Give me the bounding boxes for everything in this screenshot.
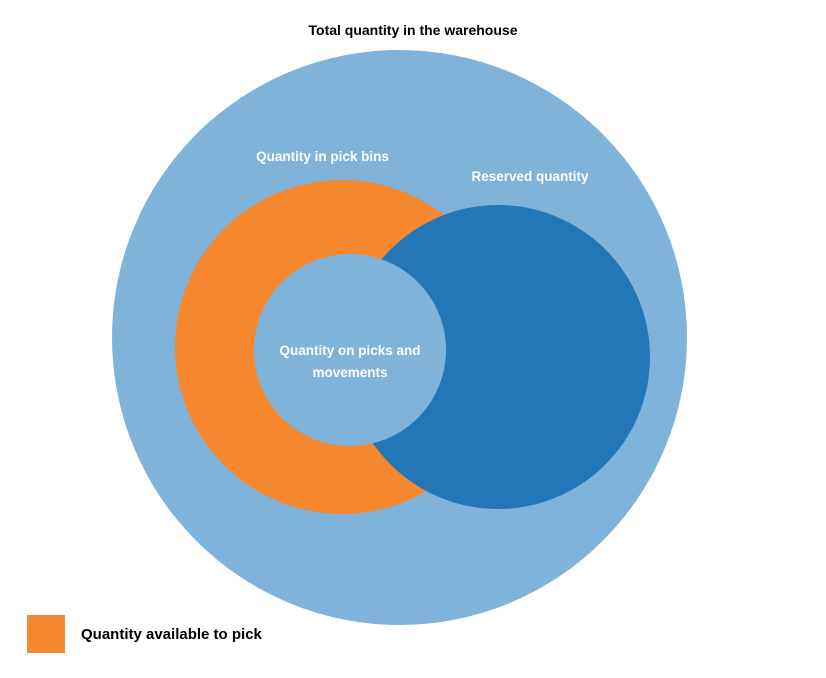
diagram-title: Total quantity in the warehouse	[308, 22, 518, 38]
legend-label: Quantity available to pick	[81, 625, 262, 643]
reserved-quantity-label: Reserved quantity	[471, 169, 589, 184]
picks-and-movements-label: Quantity on picks and movements	[279, 343, 421, 380]
picks-and-movements-circle	[254, 254, 446, 446]
pick-bins-label: Quantity in pick bins	[256, 149, 389, 164]
legend: Quantity available to pick	[27, 615, 262, 653]
legend-swatch-orange	[27, 615, 65, 653]
